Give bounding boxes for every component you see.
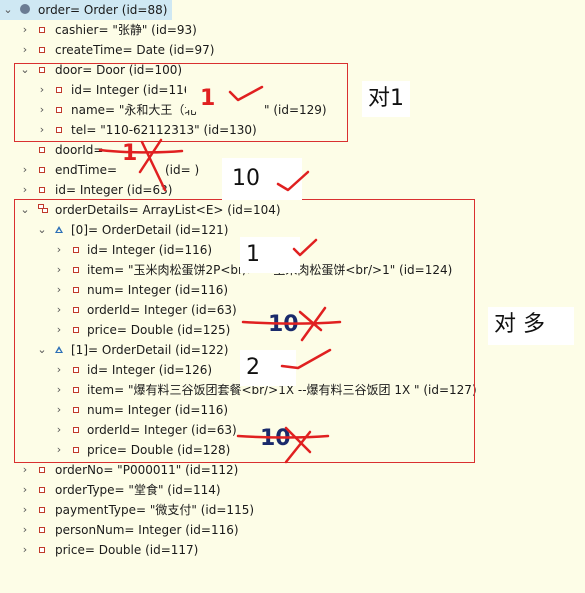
tree-node-paymentType[interactable]: › paymentType= "微支付" (id=115) [0, 500, 585, 520]
tree-node-door-id[interactable]: › id= Integer (id=116) [0, 80, 585, 100]
tree-node-detail-1-item[interactable]: › item= "爆有料三谷饭团套餐<br/>1X --爆有料三谷饭团 1X "… [0, 380, 585, 400]
chevron-down-icon[interactable]: ⌄ [37, 343, 47, 356]
chevron-right-icon[interactable]: › [56, 283, 62, 296]
chevron-down-icon[interactable]: ⌄ [20, 203, 30, 216]
field-icon [39, 167, 45, 173]
field-icon [56, 87, 62, 93]
detail-1-count-note: 2 [240, 350, 296, 386]
door-highlight-box [14, 63, 348, 142]
tree-node-doorId[interactable]: doorId= [0, 140, 585, 160]
tree-node-price[interactable]: › price= Double (id=117) [0, 540, 585, 560]
field-icon [39, 47, 45, 53]
field-icon [39, 27, 45, 33]
field-icon [39, 147, 45, 153]
tree-node-detail-0-num[interactable]: › num= Integer (id=116) [0, 280, 585, 300]
field-icon [73, 387, 79, 393]
tree-node-cashier[interactable]: › cashier= "张静" (id=93) [0, 20, 585, 40]
field-icon [73, 267, 79, 273]
detail-1-price-count-mark: 10 [260, 426, 291, 451]
field-icon [73, 407, 79, 413]
tree-node-detail-1-num[interactable]: › num= Integer (id=116) [0, 400, 585, 420]
tree-node-personNum[interactable]: › personNum= Integer (id=116) [0, 520, 585, 540]
doorId-count-mark: 1 [122, 141, 138, 166]
object-triangle-icon [55, 346, 63, 353]
chevron-down-icon[interactable]: ⌄ [3, 3, 13, 16]
chevron-down-icon[interactable]: ⌄ [37, 223, 47, 236]
chevron-right-icon[interactable]: › [39, 123, 45, 136]
tree-node-detail-1-orderId[interactable]: › orderId= Integer (id=63) [0, 420, 585, 440]
one-to-one-note: 对1 [362, 81, 410, 117]
chevron-right-icon[interactable]: › [39, 83, 45, 96]
field-icon [39, 527, 45, 533]
tree-node-door[interactable]: ⌄ door= Door (id=100) [0, 60, 585, 80]
field-icon [39, 547, 45, 553]
chevron-right-icon[interactable]: › [56, 243, 62, 256]
chevron-right-icon[interactable]: › [56, 263, 62, 276]
chevron-right-icon[interactable]: › [22, 23, 28, 36]
tree-node-detail-1-id[interactable]: › id= Integer (id=126) [0, 360, 585, 380]
chevron-right-icon[interactable]: › [22, 543, 28, 556]
tree-node-door-name[interactable]: › name= "永和大王（北 " (id=129) [0, 100, 585, 120]
field-icon [73, 327, 79, 333]
chevron-right-icon[interactable]: › [56, 403, 62, 416]
field-icon [73, 447, 79, 453]
chevron-right-icon[interactable]: › [22, 183, 28, 196]
chevron-right-icon[interactable]: › [22, 523, 28, 536]
field-icon [73, 287, 79, 293]
chevron-right-icon[interactable]: › [56, 423, 62, 436]
field-icon [39, 467, 45, 473]
chevron-right-icon[interactable]: › [22, 463, 28, 476]
field-icon [73, 367, 79, 373]
door-count-mark: 1 [200, 86, 216, 111]
chevron-right-icon[interactable]: › [22, 483, 28, 496]
one-to-many-note: 对 多 [488, 307, 574, 345]
chevron-right-icon[interactable]: › [56, 363, 62, 376]
tree-node-detail-1[interactable]: ⌄ [1]= OrderDetail (id=122) [0, 340, 585, 360]
field-icon [73, 427, 79, 433]
chevron-right-icon[interactable]: › [56, 323, 62, 336]
detail-0-price-count-mark: 10 [268, 312, 299, 337]
tree-node-door-tel[interactable]: › tel= "110-62112313" (id=130) [0, 120, 585, 140]
field-icon [73, 307, 79, 313]
field-icon [39, 67, 45, 73]
chevron-right-icon[interactable]: › [22, 43, 28, 56]
field-icon [39, 487, 45, 493]
tree-node-orderDetails[interactable]: ⌄ orderDetails= ArrayList<E> (id=104) [0, 200, 585, 220]
object-triangle-icon [55, 226, 63, 233]
chevron-right-icon[interactable]: › [56, 443, 62, 456]
id-count-note: 10 [222, 158, 302, 200]
object-icon [20, 4, 30, 14]
chevron-right-icon[interactable]: › [56, 303, 62, 316]
tree-node-detail-0-price[interactable]: › price= Double (id=125) [0, 320, 585, 340]
tree-node-detail-0-id[interactable]: › id= Integer (id=116) [0, 240, 585, 260]
chevron-right-icon[interactable]: › [39, 103, 45, 116]
tree-node-detail-1-price[interactable]: › price= Double (id=128) [0, 440, 585, 460]
list-icon [38, 204, 48, 214]
tree-node-detail-0[interactable]: ⌄ [0]= OrderDetail (id=121) [0, 220, 585, 240]
chevron-right-icon[interactable]: › [22, 503, 28, 516]
chevron-right-icon[interactable]: › [22, 163, 28, 176]
tree-node-endTime[interactable]: › endTime= (id= ) [0, 160, 585, 180]
field-icon [56, 127, 62, 133]
tree-node-detail-0-orderId[interactable]: › orderId= Integer (id=63) [0, 300, 585, 320]
tree-node-order[interactable]: ⌄ order= Order (id=88) [0, 0, 172, 20]
tree-node-createTime[interactable]: › createTime= Date (id=97) [0, 40, 585, 60]
detail-0-count-note: 1 [240, 237, 300, 273]
tree-node-orderNo[interactable]: › orderNo= "P000011" (id=112) [0, 460, 585, 480]
chevron-down-icon[interactable]: ⌄ [20, 63, 30, 76]
field-icon [39, 507, 45, 513]
tree-node-orderType[interactable]: › orderType= "堂食" (id=114) [0, 480, 585, 500]
field-icon [56, 107, 62, 113]
field-icon [39, 187, 45, 193]
chevron-right-icon[interactable]: › [56, 383, 62, 396]
field-icon [73, 247, 79, 253]
